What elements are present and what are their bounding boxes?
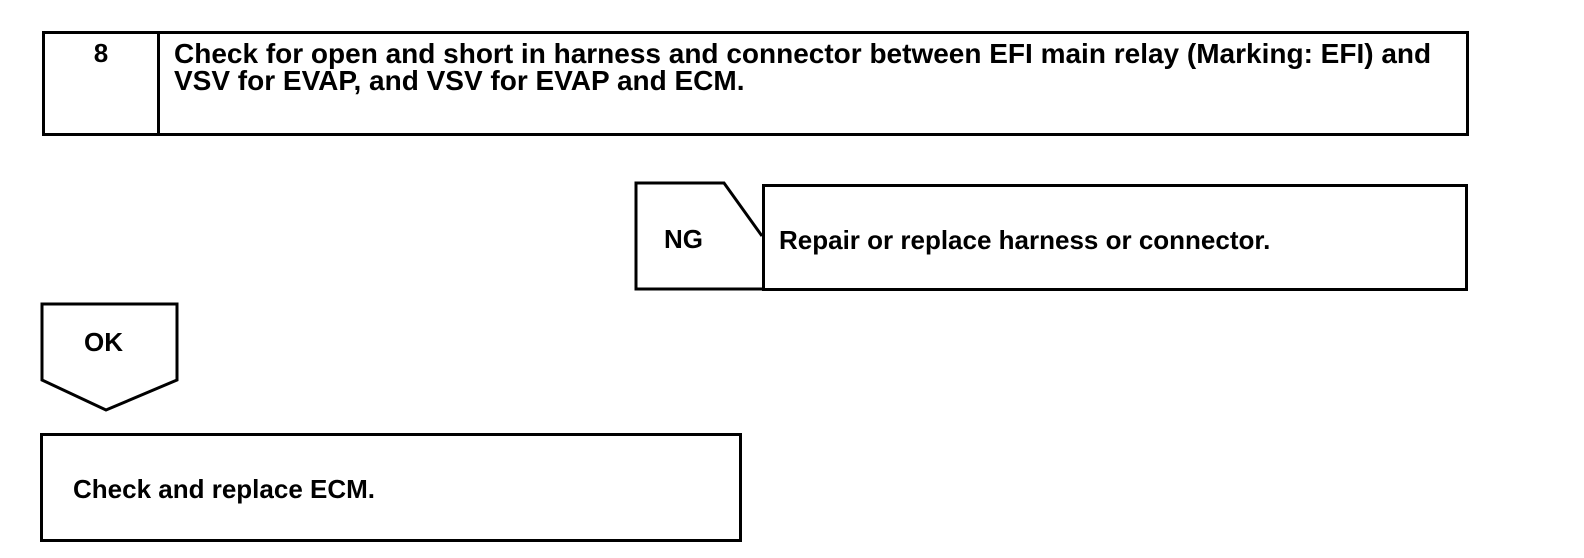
- ok-action-text: Check and replace ECM.: [73, 474, 375, 504]
- ok-action-box: Check and replace ECM.: [40, 433, 742, 542]
- ok-label: OK: [84, 327, 123, 357]
- ok-arrow-shape: [40, 302, 179, 412]
- ng-label: NG: [664, 224, 703, 254]
- step-title: Check for open and short in harness and …: [174, 38, 1432, 96]
- ng-arrow-shape: [634, 181, 764, 291]
- ng-action-text: Repair or replace harness or connector.: [779, 225, 1271, 255]
- ng-action-box: Repair or replace harness or connector.: [762, 184, 1468, 291]
- step-header: 8 Check for open and short in harness an…: [42, 31, 1469, 136]
- step-number: 8: [45, 34, 160, 133]
